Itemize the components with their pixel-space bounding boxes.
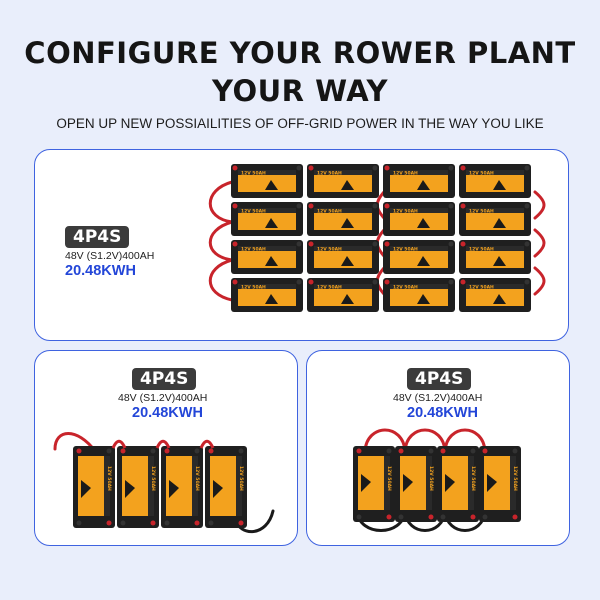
battery-icon: 12V 50AH — [353, 446, 395, 522]
battery-label: 12V 50AH — [512, 466, 518, 491]
battery-icon: 12V 50AH — [479, 446, 521, 522]
battery-label: 12V 50AH — [241, 209, 266, 215]
cable-icon — [208, 180, 234, 302]
config-panel-4p4s-grid: 4P4S 48V (S1.2V)400AH 20.48KWH — [34, 149, 569, 341]
config-energy: 20.48KWH — [65, 263, 136, 279]
config-spec: 48V (S1.2V)400AH — [393, 392, 483, 404]
battery-label: 12V 50AH — [241, 285, 266, 291]
battery-icon: 12V 50AH — [231, 240, 303, 274]
battery-label: 12V 50AH — [317, 285, 342, 291]
battery-icon: 12V 50AH — [383, 164, 455, 198]
battery-icon: 12V 50AH — [231, 202, 303, 236]
battery-label: 12V 50AH — [386, 466, 392, 491]
battery-label: 12V 50AH — [194, 466, 200, 491]
battery-label: 12V 50AH — [469, 247, 494, 253]
battery-icon: 12V 50AH — [459, 278, 531, 312]
battery-icon: 12V 50AH — [459, 202, 531, 236]
config-badge: 4P4S — [407, 368, 472, 390]
cable-icon — [199, 439, 215, 449]
battery-icon: 12V 50AH — [161, 446, 203, 528]
battery-label: 12V 50AH — [106, 466, 112, 491]
config-energy: 20.48KWH — [407, 405, 478, 421]
battery-label: 12V 50AH — [393, 171, 418, 177]
battery-parallel-diagram: 12V 50AH 12V 50AH 12V 50AH 12V 50AH — [353, 428, 521, 532]
battery-icon: 12V 50AH — [205, 446, 247, 528]
battery-label: 12V 50AH — [238, 466, 244, 491]
battery-label: 12V 50AH — [393, 209, 418, 215]
config-badge: 4P4S — [65, 226, 130, 248]
battery-icon: 12V 50AH — [383, 240, 455, 274]
battery-icon: 12V 50AH — [231, 278, 303, 312]
battery-icon: 12V 50AH — [459, 164, 531, 198]
battery-label: 12V 50AH — [469, 285, 494, 291]
battery-icon: 12V 50AH — [73, 446, 115, 528]
battery-label: 12V 50AH — [317, 247, 342, 253]
battery-label: 12V 50AH — [317, 209, 342, 215]
battery-label: 12V 50AH — [393, 285, 418, 291]
config-spec: 48V (S1.2V)400AH — [118, 392, 208, 404]
battery-icon: 12V 50AH — [395, 446, 437, 522]
page-title-line-1: CONFIGURE YOUR ROWER PLANT — [24, 36, 576, 70]
battery-series-diagram: 12V 50AH 12V 50AH 12V 50AH 12V 50AH — [53, 432, 275, 534]
battery-icon: 12V 50AH — [383, 202, 455, 236]
battery-icon: 12V 50AH — [307, 202, 379, 236]
battery-label: 12V 50AH — [470, 466, 476, 491]
battery-grid-diagram: 12V 50AH 12V 50AH 12V 50AH 12V 50AH 12V 50AH… — [208, 164, 546, 312]
config-badge: 4P4S — [132, 368, 197, 390]
battery-icon: 12V 50AH — [383, 278, 455, 312]
battery-label: 12V 50AH — [150, 466, 156, 491]
battery-icon: 12V 50AH — [117, 446, 159, 528]
battery-label: 12V 50AH — [428, 466, 434, 491]
config-spec: 48V (S1.2V)400AH — [65, 250, 155, 262]
battery-label: 12V 50AH — [317, 171, 342, 177]
battery-label: 12V 50AH — [393, 247, 418, 253]
battery-label: 12V 50AH — [241, 171, 266, 177]
battery-icon: 12V 50AH — [231, 164, 303, 198]
page-title-line-2: YOUR WAY — [212, 74, 388, 108]
battery-label: 12V 50AH — [469, 171, 494, 177]
config-energy: 20.48KWH — [132, 405, 203, 421]
cable-icon — [111, 439, 127, 449]
battery-label: 12V 50AH — [241, 247, 266, 253]
battery-icon: 12V 50AH — [459, 240, 531, 274]
cable-icon — [155, 439, 171, 449]
battery-icon: 12V 50AH — [437, 446, 479, 522]
battery-icon: 12V 50AH — [307, 240, 379, 274]
page-subtitle: OPEN UP NEW POSSIAILITIES OF OFF-GRID PO… — [56, 116, 544, 131]
battery-icon: 12V 50AH — [307, 278, 379, 312]
battery-label: 12V 50AH — [469, 209, 494, 215]
battery-icon: 12V 50AH — [307, 164, 379, 198]
